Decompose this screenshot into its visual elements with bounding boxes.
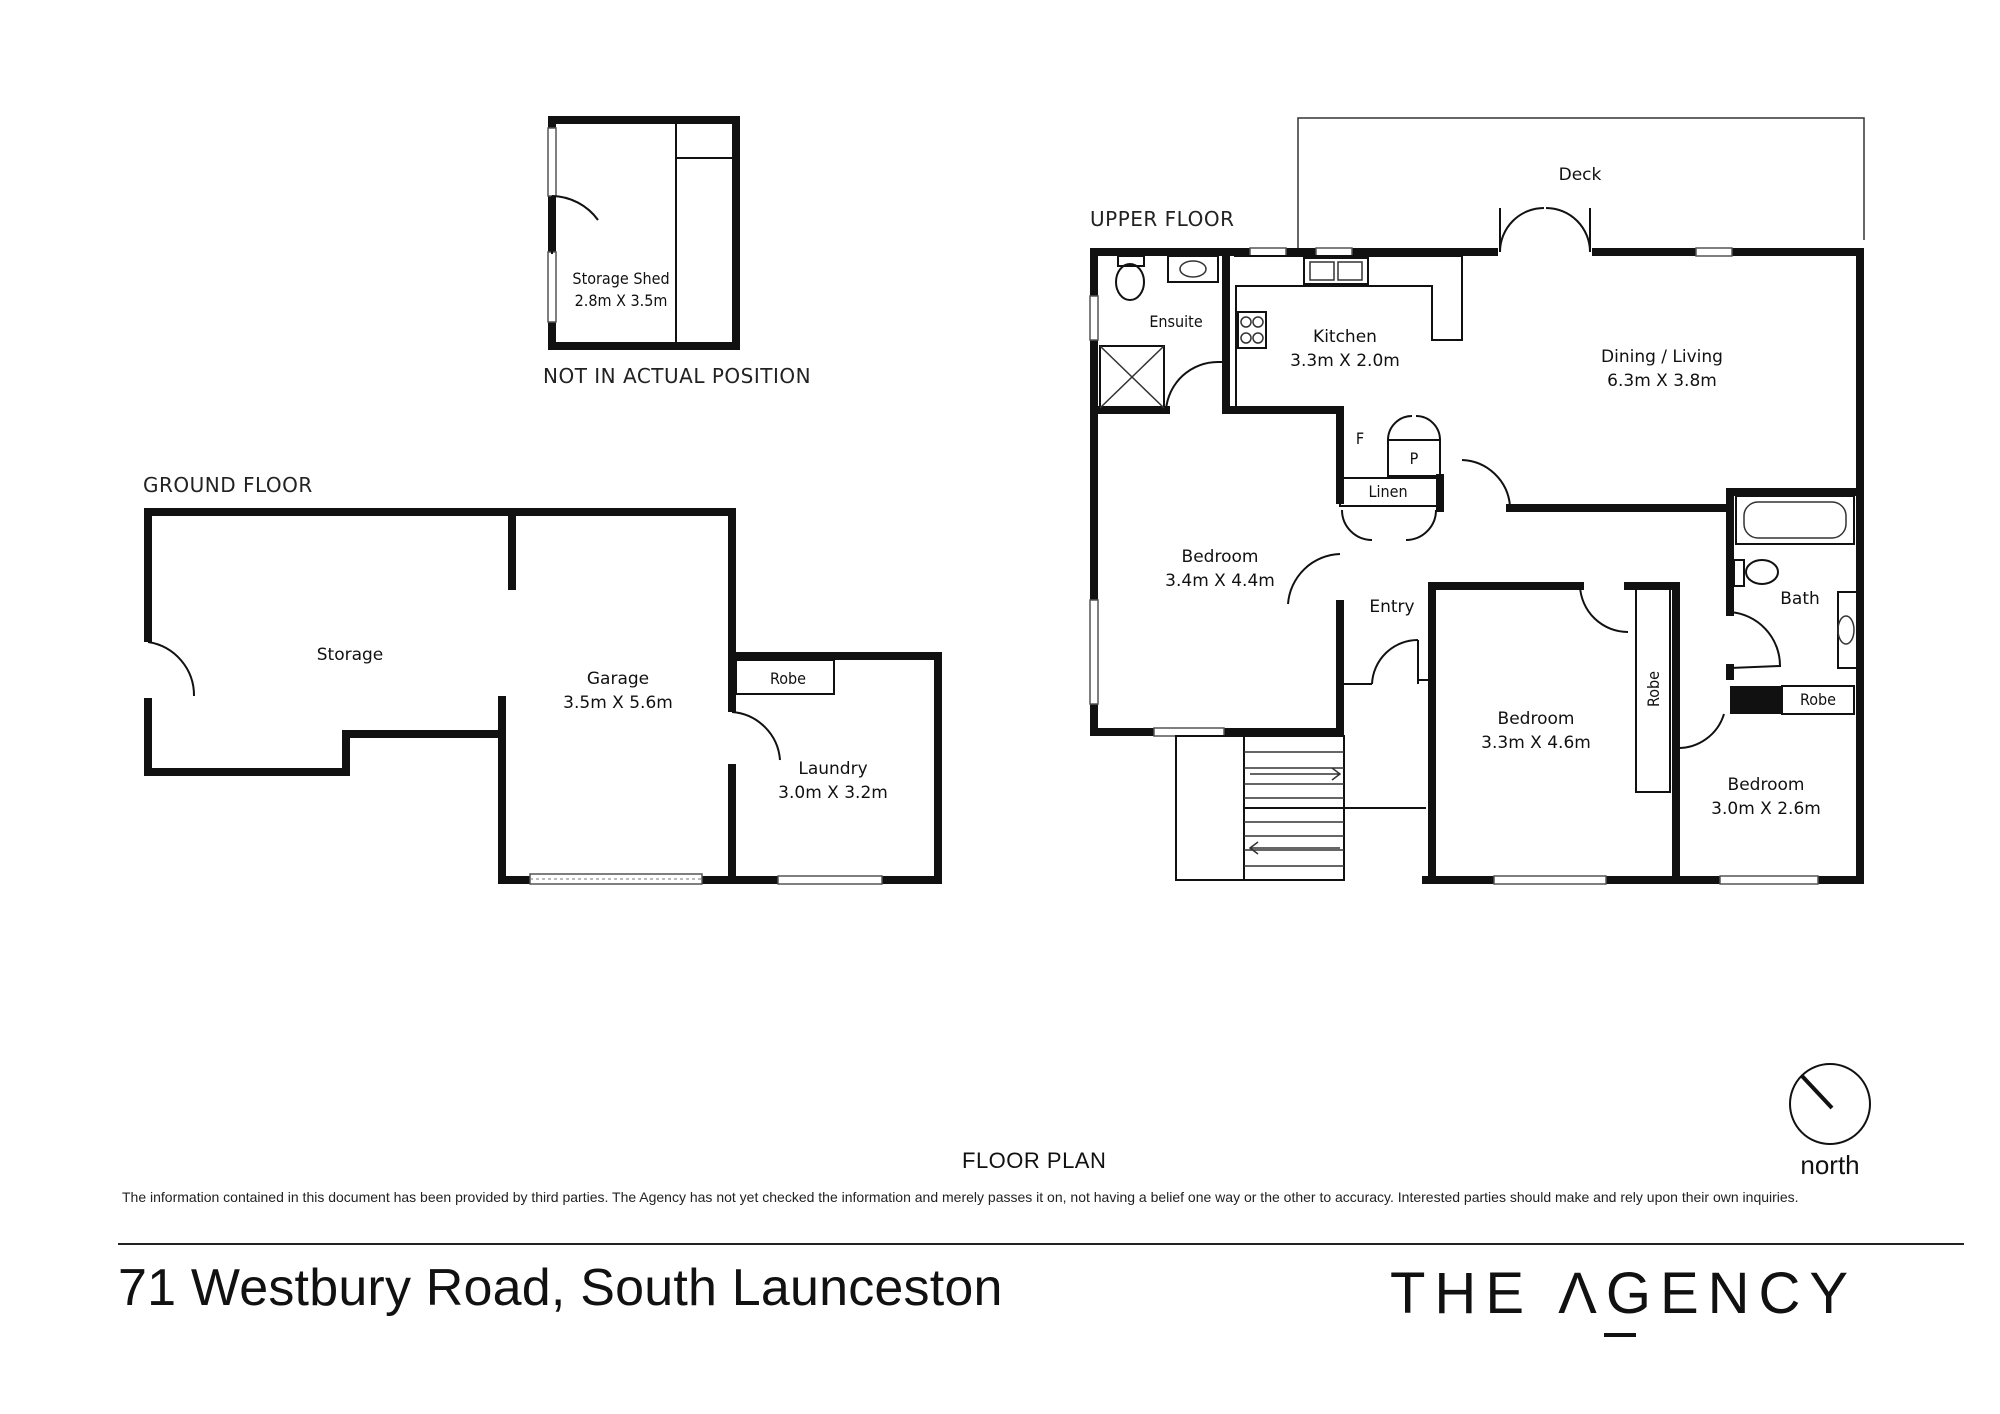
bedroom-main-label: Bedroom — [1182, 547, 1259, 567]
north-compass-icon — [1789, 1063, 1871, 1145]
agency-logo: THE ΛGENCY — [1390, 1261, 1858, 1326]
door-swing-icon — [731, 711, 781, 761]
upper-floor-plan: Deck Ensuite — [1089, 117, 1865, 885]
bath-label: Bath — [1780, 589, 1820, 609]
storage-shed-label: Storage Shed — [572, 269, 669, 288]
dining-living-label: Dining / Living — [1601, 347, 1723, 367]
stair-up-arrow-icon — [1250, 767, 1342, 781]
bedroom2-robe-label: Robe — [1644, 671, 1663, 707]
dining-living-size: 6.3m X 3.8m — [1607, 371, 1717, 391]
kitchen-size: 3.3m X 2.0m — [1290, 351, 1400, 371]
basin-icon — [1837, 591, 1859, 669]
door-swing-icon — [1729, 611, 1782, 669]
laundry-label: Laundry — [798, 759, 867, 779]
deck-label: Deck — [1559, 165, 1602, 185]
ensuite-label: Ensuite — [1149, 312, 1202, 331]
pantry-label: P — [1410, 449, 1419, 468]
toilet-icon — [1115, 263, 1145, 301]
bedroom3-robe-label: Robe — [1800, 690, 1836, 709]
cooktop-icon — [1237, 311, 1267, 349]
agency-logo-underline — [1604, 1333, 1636, 1337]
garage-label: Garage — [587, 669, 649, 689]
bedroom2-label: Bedroom — [1498, 709, 1575, 729]
ground-floor-heading: GROUND FLOOR — [143, 473, 313, 497]
bedroom3-label: Bedroom — [1728, 775, 1805, 795]
door-swing-icon — [1675, 713, 1725, 750]
upper-floor-heading: UPPER FLOOR — [1090, 207, 1234, 231]
door-swing-icon — [1579, 585, 1629, 634]
toilet-icon — [1745, 559, 1779, 585]
floor-plan-title-text: FLOOR PLAN — [962, 1148, 1107, 1173]
french-door-icon — [1499, 207, 1591, 253]
linen-door-icon — [1341, 509, 1437, 541]
storage-shed-size: 2.8m X 3.5m — [575, 291, 668, 310]
bedroom2-size: 3.3m X 4.6m — [1481, 733, 1591, 753]
bathtub-icon — [1735, 495, 1855, 545]
basin-icon — [1167, 255, 1219, 283]
storage-shed-plan: Storage Shed 2.8m X 3.5m — [547, 116, 740, 350]
stair-down-arrow-icon — [1248, 841, 1340, 855]
garage-size: 3.5m X 5.6m — [563, 693, 673, 713]
north-label: north — [1800, 1150, 1860, 1180]
bedroom3-size: 3.0m X 2.6m — [1711, 799, 1821, 819]
not-in-position-note: NOT IN ACTUAL POSITION — [543, 364, 811, 388]
linen-label: Linen — [1368, 482, 1407, 501]
pantry-door-icon — [1387, 415, 1441, 441]
door-swing-icon — [1371, 638, 1419, 685]
property-address: 71 Westbury Road, South Launceston — [118, 1259, 1003, 1317]
disclaimer-text: The information contained in this docume… — [122, 1189, 1799, 1205]
door-swing-icon — [1461, 459, 1511, 507]
footer-divider — [118, 1243, 1964, 1245]
door-swing-icon — [1165, 360, 1226, 411]
door-swing-icon — [1287, 553, 1341, 605]
door-swing-icon — [147, 641, 196, 697]
bedroom-main-size: 3.4m X 4.4m — [1165, 571, 1275, 591]
fridge-label: F — [1356, 429, 1364, 448]
sink-icon — [1303, 257, 1369, 285]
wall-block — [1730, 686, 1782, 714]
laundry-robe-label: Robe — [770, 669, 806, 688]
laundry-size: 3.0m X 3.2m — [778, 783, 888, 803]
kitchen-label: Kitchen — [1313, 327, 1377, 347]
ground-floor-plan: Storage Garage 3.5m X 5.6m Robe Laundry … — [144, 508, 942, 885]
entry-label: Entry — [1369, 597, 1414, 617]
storage-label: Storage — [317, 645, 384, 665]
door-swing-icon — [551, 195, 599, 254]
